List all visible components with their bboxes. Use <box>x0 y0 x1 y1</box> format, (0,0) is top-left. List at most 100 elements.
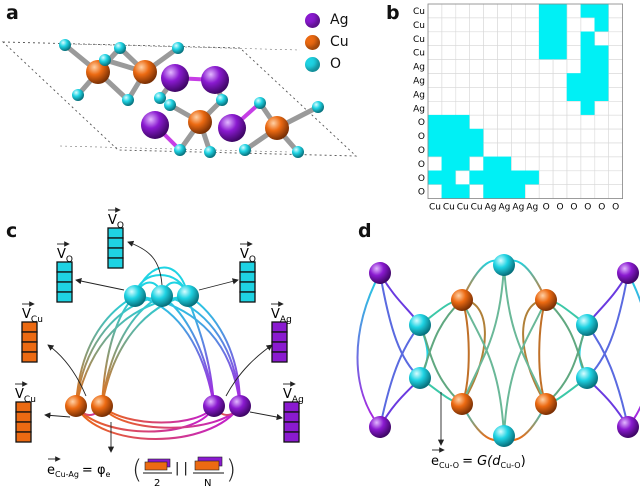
matrix-cell-filled <box>566 87 582 102</box>
matrix-cell <box>566 170 582 186</box>
matrix-cell <box>580 184 596 199</box>
o-vector <box>107 227 124 269</box>
matrix-col-label: Cu <box>429 203 441 213</box>
matrix-cell <box>608 170 623 186</box>
matrix-cell-filled <box>455 142 470 158</box>
matrix-cell <box>469 156 484 172</box>
matrix-cell <box>455 59 470 74</box>
matrix-cell-filled <box>538 3 554 19</box>
matrix-cell <box>552 142 568 158</box>
matrix-cell <box>511 156 526 172</box>
formula-text: eCu-O= G(dCu-O) <box>431 454 526 470</box>
matrix-cell <box>427 3 443 19</box>
matrix-cell <box>566 17 582 33</box>
matrix-cell <box>594 156 609 172</box>
matrix-cell <box>427 73 443 88</box>
matrix-cell <box>455 31 470 46</box>
matrix-row-label: O <box>418 174 425 184</box>
matrix-cell <box>594 170 609 186</box>
stack-icon <box>194 460 220 471</box>
matrix-cell <box>608 156 623 172</box>
matrix-cell-filled <box>538 17 554 33</box>
ag-node <box>617 416 639 438</box>
matrix-cell-filled <box>524 170 540 186</box>
matrix-col-label: O <box>612 203 619 213</box>
matrix-cell-filled <box>441 142 457 158</box>
matrix-cell-filled <box>566 73 582 88</box>
matrix-col-label: Ag <box>499 203 511 213</box>
matrix-cell <box>455 3 470 19</box>
o-node <box>493 254 515 276</box>
matrix-cell <box>441 17 457 33</box>
matrix-cell <box>511 45 526 60</box>
matrix-cell <box>608 128 623 144</box>
cu-node <box>65 395 87 417</box>
matrix-row-label: Cu <box>413 49 425 59</box>
matrix-col-label: Ag <box>526 203 538 213</box>
feature-vectors <box>15 227 300 443</box>
vector-label-o: VO <box>240 247 256 265</box>
matrix-cell <box>455 87 470 102</box>
matrix-cell <box>524 45 540 60</box>
matrix-cell-filled <box>580 31 596 46</box>
matrix-row-label: Cu <box>413 7 425 17</box>
matrix-cell <box>524 31 540 46</box>
matrix-cell <box>469 101 484 116</box>
matrix-cell <box>497 73 512 88</box>
matrix-cell <box>483 31 498 46</box>
matrix-cell <box>552 156 568 172</box>
cu-o-edges <box>75 295 189 407</box>
matrix-cell <box>566 184 582 199</box>
graph-c: VO VO VO VCu VCu VAg VAg eCu-Ag= φe ( ) <box>15 207 304 489</box>
matrix-cell <box>538 73 554 88</box>
matrix-cell <box>538 170 554 186</box>
matrix-cell <box>497 17 512 33</box>
matrix-cell <box>511 101 526 116</box>
matrix-cell-filled <box>497 170 512 186</box>
matrix-cell <box>608 17 623 33</box>
matrix-col-label: Ag <box>512 203 524 213</box>
matrix-cell <box>511 31 526 46</box>
matrix-cell-filled <box>497 156 512 172</box>
matrix-cell-filled <box>483 170 498 186</box>
matrix-cell <box>469 184 484 199</box>
matrix-cell <box>594 101 609 116</box>
matrix-cell <box>497 59 512 74</box>
matrix-cell <box>580 156 596 172</box>
matrix-row-label: Ag <box>413 63 425 73</box>
matrix-cell <box>566 114 582 130</box>
matrix-cell <box>538 184 554 199</box>
matrix-cell <box>511 73 526 88</box>
matrix-cell <box>511 3 526 19</box>
ag-vector <box>283 401 300 443</box>
matrix-cell-filled <box>511 184 526 199</box>
matrix-cell-filled <box>552 17 568 33</box>
matrix-cell-filled <box>538 45 554 60</box>
matrix-cell <box>552 87 568 102</box>
matrix-cell <box>441 59 457 74</box>
matrix-cell <box>441 31 457 46</box>
matrix-cell <box>469 87 484 102</box>
matrix-cell <box>455 73 470 88</box>
matrix-cell <box>469 17 484 33</box>
matrix-frame <box>427 3 624 200</box>
matrix-cell-filled <box>427 114 443 130</box>
matrix-cell <box>538 87 554 102</box>
matrix-cell <box>483 73 498 88</box>
matrix-cell <box>483 114 498 130</box>
matrix-cell <box>483 128 498 144</box>
matrix-cell <box>497 128 512 144</box>
matrix-cell <box>538 128 554 144</box>
matrix-cell <box>608 101 623 116</box>
matrix-row-label: O <box>418 118 425 128</box>
matrix-cell-filled <box>427 170 443 186</box>
matrix-cell <box>427 101 443 116</box>
matrix-row-label: O <box>418 132 425 142</box>
matrix-cell <box>483 3 498 19</box>
matrix-cell <box>427 184 443 199</box>
matrix-cell <box>511 17 526 33</box>
matrix-cell-filled <box>441 156 457 172</box>
matrix-cell <box>580 114 596 130</box>
matrix-cell <box>594 31 609 46</box>
matrix-cell <box>469 59 484 74</box>
